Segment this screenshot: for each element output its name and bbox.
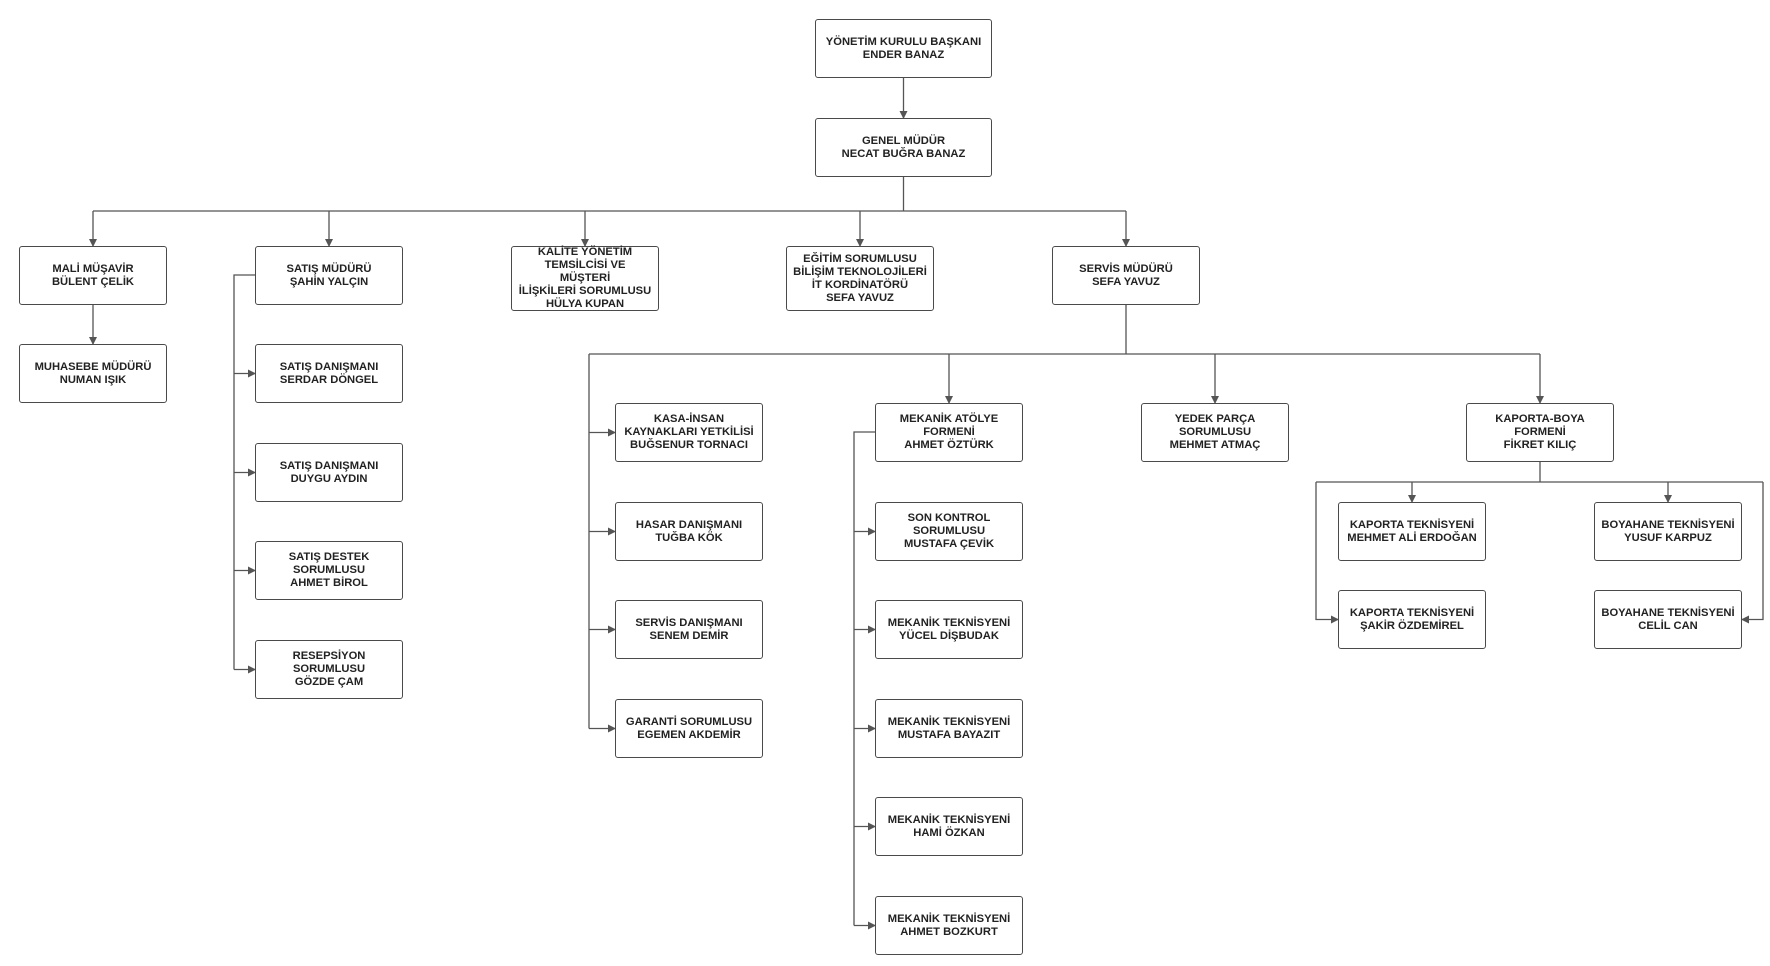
node-mechanic-foreman: MEKANİK ATÖLYE FORMENİ AHMET ÖZTÜRK bbox=[875, 403, 1023, 462]
node-label: BOYAHANE TEKNİSYENİ CELİL CAN bbox=[1601, 606, 1735, 632]
node-label: MEKANİK TEKNİSYENİ HAMİ ÖZKAN bbox=[887, 813, 1011, 839]
node-financial-advisor: MALİ MÜŞAVİR BÜLENT ÇELİK bbox=[19, 246, 167, 305]
arrow-bodywork-foreman-to-bodywork-tech-2 bbox=[1315, 482, 1339, 624]
node-sales-consultant-1: SATIŞ DANIŞMANI SERDAR DÖNGEL bbox=[255, 344, 403, 403]
node-sales-support: SATIŞ DESTEK SORUMLUSU AHMET BİROL bbox=[255, 541, 403, 600]
node-label: KAPORTA TEKNİSYENİ MEHMET ALİ ERDOĞAN bbox=[1347, 518, 1477, 544]
node-label: KASA-İNSAN KAYNAKLARI YETKİLİSİ BUĞSENUR… bbox=[624, 413, 754, 451]
node-accounting-manager: MUHASEBE MÜDÜRÜ NUMAN IŞIK bbox=[19, 344, 167, 403]
node-final-control: SON KONTROL SORUMLUSU MUSTAFA ÇEVİK bbox=[875, 502, 1023, 561]
node-label: MEKANİK ATÖLYE FORMENİ AHMET ÖZTÜRK bbox=[899, 413, 999, 451]
node-sales-consultant-2: SATIŞ DANIŞMANI DUYGU AYDIN bbox=[255, 443, 403, 502]
node-label: MUHASEBE MÜDÜRÜ NUMAN IŞIK bbox=[34, 360, 152, 386]
node-label: SATIŞ DANIŞMANI SERDAR DÖNGEL bbox=[279, 360, 379, 386]
node-label: HASAR DANIŞMANI TUĞBA KÖK bbox=[635, 518, 743, 544]
trunk-mechanic-foreman bbox=[853, 431, 875, 926]
node-label: MEKANİK TEKNİSYENİ MUSTAFA BAYAZIT bbox=[887, 715, 1011, 741]
node-bodywork-tech-2: KAPORTA TEKNİSYENİ ŞAKİR ÖZDEMİREL bbox=[1338, 590, 1486, 649]
node-label: MEKANİK TEKNİSYENİ YÜCEL DİŞBUDAK bbox=[887, 616, 1011, 642]
node-warranty: GARANTİ SORUMLUSU EGEMEN AKDEMİR bbox=[615, 699, 763, 758]
node-label: YEDEK PARÇA SORUMLUSU MEHMET ATMAÇ bbox=[1169, 413, 1261, 451]
node-paint-tech-2: BOYAHANE TEKNİSYENİ CELİL CAN bbox=[1594, 590, 1742, 649]
node-bodywork-tech-1: KAPORTA TEKNİSYENİ MEHMET ALİ ERDOĞAN bbox=[1338, 502, 1486, 561]
node-mechanic-4: MEKANİK TEKNİSYENİ AHMET BOZKURT bbox=[875, 896, 1023, 955]
node-label: MALİ MÜŞAVİR BÜLENT ÇELİK bbox=[51, 262, 135, 288]
node-chairman: YÖNETİM KURULU BAŞKANI ENDER BANAZ bbox=[815, 19, 992, 78]
node-training-it: EĞİTİM SORUMLUSU BİLİŞİM TEKNOLOJİLERİ İ… bbox=[786, 246, 934, 311]
node-label: KAPORTA TEKNİSYENİ ŞAKİR ÖZDEMİREL bbox=[1349, 606, 1475, 632]
node-mechanic-1: MEKANİK TEKNİSYENİ YÜCEL DİŞBUDAK bbox=[875, 600, 1023, 659]
node-service-consultant: SERVİS DANIŞMANI SENEM DEMİR bbox=[615, 600, 763, 659]
node-label: EĞİTİM SORUMLUSU BİLİŞİM TEKNOLOJİLERİ İ… bbox=[793, 252, 927, 304]
node-label: KALİTE YÖNETİM TEMSİLCİSİ VE MÜŞTERİ İLİ… bbox=[518, 246, 652, 310]
node-label: SATIŞ DANIŞMANI DUYGU AYDIN bbox=[279, 459, 379, 485]
node-label: RESEPSİYON SORUMLUSU GÖZDE ÇAM bbox=[292, 650, 366, 688]
node-cashier-hr: KASA-İNSAN KAYNAKLARI YETKİLİSİ BUĞSENUR… bbox=[615, 403, 763, 462]
node-label: BOYAHANE TEKNİSYENİ YUSUF KARPUZ bbox=[1601, 518, 1735, 544]
node-mechanic-2: MEKANİK TEKNİSYENİ MUSTAFA BAYAZIT bbox=[875, 699, 1023, 758]
trunk-sales-manager bbox=[233, 274, 255, 670]
node-service-manager: SERVİS MÜDÜRÜ SEFA YAVUZ bbox=[1052, 246, 1200, 305]
node-label: SATIŞ DESTEK SORUMLUSU AHMET BİROL bbox=[288, 551, 370, 589]
node-sales-manager: SATIŞ MÜDÜRÜ ŞAHİN YALÇIN bbox=[255, 246, 403, 305]
node-label: SERVİS DANIŞMANI SENEM DEMİR bbox=[635, 616, 743, 642]
node-label: MEKANİK TEKNİSYENİ AHMET BOZKURT bbox=[887, 912, 1011, 938]
node-general-manager: GENEL MÜDÜR NECAT BUĞRA BANAZ bbox=[815, 118, 992, 177]
node-spare-parts: YEDEK PARÇA SORUMLUSU MEHMET ATMAÇ bbox=[1141, 403, 1289, 462]
node-label: KAPORTA-BOYA FORMENİ FİKRET KILIÇ bbox=[1495, 413, 1585, 451]
arrow-bodywork-foreman-to-paint-tech-2 bbox=[1741, 482, 1764, 624]
node-label: SON KONTROL SORUMLUSU MUSTAFA ÇEVİK bbox=[903, 512, 995, 550]
node-paint-tech-1: BOYAHANE TEKNİSYENİ YUSUF KARPUZ bbox=[1594, 502, 1742, 561]
node-mechanic-3: MEKANİK TEKNİSYENİ HAMİ ÖZKAN bbox=[875, 797, 1023, 856]
node-reception: RESEPSİYON SORUMLUSU GÖZDE ÇAM bbox=[255, 640, 403, 699]
node-label: GARANTİ SORUMLUSU EGEMEN AKDEMİR bbox=[625, 715, 753, 741]
node-damage-consultant: HASAR DANIŞMANI TUĞBA KÖK bbox=[615, 502, 763, 561]
node-label: GENEL MÜDÜR NECAT BUĞRA BANAZ bbox=[841, 134, 966, 160]
node-label: SATIŞ MÜDÜRÜ ŞAHİN YALÇIN bbox=[286, 262, 372, 288]
node-label: YÖNETİM KURULU BAŞKANI ENDER BANAZ bbox=[825, 35, 982, 61]
node-quality-representative: KALİTE YÖNETİM TEMSİLCİSİ VE MÜŞTERİ İLİ… bbox=[511, 246, 659, 311]
node-bodywork-foreman: KAPORTA-BOYA FORMENİ FİKRET KILIÇ bbox=[1466, 403, 1614, 462]
node-label: SERVİS MÜDÜRÜ SEFA YAVUZ bbox=[1079, 262, 1173, 288]
